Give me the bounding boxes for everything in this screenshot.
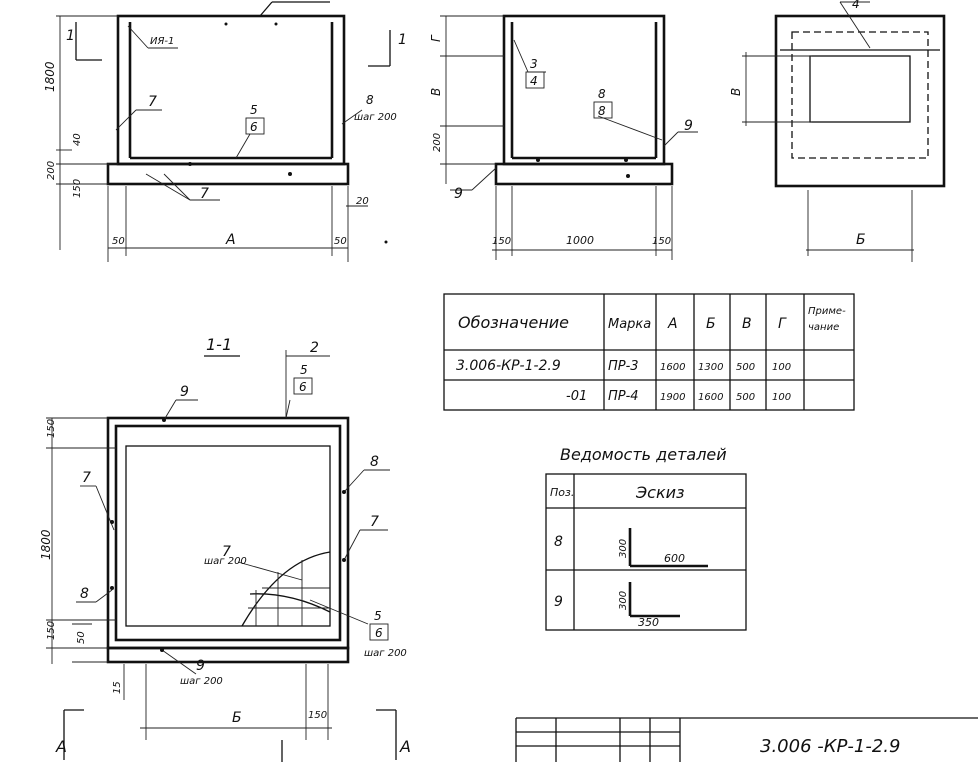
sec-callout-5b: 5 (374, 609, 382, 623)
table-header-mark: Марка (608, 317, 651, 332)
row1-V: 500 (736, 362, 755, 373)
title-block: 3.006 -КР-1-2.9 (515, 717, 978, 762)
callout-8b-mid: 8 (598, 104, 606, 118)
callout-8-mid: 8 (598, 87, 606, 101)
table-header-B: Б (706, 316, 716, 332)
sec-dim-150-bottom: 150 (46, 621, 57, 640)
details-header-sketch: Эскиз (635, 483, 685, 502)
details-header-pos: Поз. (550, 486, 574, 499)
dim-20-label: 20 (356, 196, 369, 207)
dim-50-left-label: 50 (112, 236, 125, 247)
section-title: 1-1 (206, 335, 232, 354)
section-mark-right: 1 (398, 32, 407, 48)
sec-callout-9b: 9 (196, 658, 205, 674)
detail-8-horizontal: 600 (664, 552, 685, 565)
sec-callout-7b: 7 (370, 514, 379, 530)
callout-9b-mid: 9 (454, 186, 463, 202)
sec-callout-8b: 8 (80, 586, 89, 602)
table-header-G: Г (778, 316, 787, 332)
sec-dim-B: Б (232, 710, 242, 726)
dim-40-label: 40 (72, 133, 83, 146)
callout-8: 8 (366, 93, 374, 107)
row2-B: 1600 (698, 392, 723, 403)
sec-callout-5a: 5 (300, 363, 308, 377)
details-title: Ведомость деталей (560, 445, 727, 464)
details-sheet: Ведомость деталей Поз. Эскиз 8 300 600 9… (545, 445, 747, 631)
plan-dim-B: Б (856, 232, 866, 248)
section-A-left: А (55, 737, 67, 756)
sec-dim-150-top: 150 (46, 419, 57, 438)
section-mark-left: 1 (66, 28, 75, 44)
dim-V-label: В (429, 88, 443, 96)
sec-callout-6a: 6 (299, 380, 307, 394)
sec-callout-6b: 6 (375, 626, 383, 640)
table-header-designation: Обозначение (458, 313, 569, 332)
section-A-right: А (399, 737, 411, 756)
detail-9-horizontal: 350 (638, 616, 659, 629)
sec-callout-9: 9 (180, 384, 189, 400)
row1-mark: ПР-3 (608, 359, 639, 374)
row2-designation: -01 (566, 389, 587, 404)
sec-step-a: шаг 200 (204, 556, 247, 567)
callout-4-mid: 4 (530, 74, 538, 88)
dim-height-label: 1800 (43, 61, 57, 92)
callout-7a: 7 (148, 94, 157, 110)
embed-label: ИЯ-1 (150, 36, 174, 47)
sec-step-c: шаг 200 (180, 676, 223, 687)
section-view: 1-1 (39, 335, 411, 762)
list-item: 8 300 600 (554, 528, 708, 568)
callout-5: 5 (250, 103, 258, 117)
dim-150-label: 150 (72, 179, 83, 198)
table-header-note-1: Приме- (808, 306, 846, 317)
dim-150-left-mid: 150 (492, 236, 511, 247)
table-row: -01 ПР-4 1900 1600 500 100 (566, 389, 791, 404)
callout-3: 3 (530, 57, 538, 71)
sec-callout-8: 8 (370, 454, 379, 470)
callout-6: 6 (250, 120, 258, 134)
detail-9-vertical: 300 (618, 591, 629, 610)
row2-mark: ПР-4 (608, 389, 639, 404)
row1-B: 1300 (698, 362, 723, 373)
row1-G: 100 (772, 362, 791, 373)
sec-dim-50: 50 (76, 631, 87, 644)
row2-A: 1900 (660, 392, 685, 403)
callout-9a-mid: 9 (684, 118, 693, 134)
plan-view: В Б 4 (729, 0, 946, 262)
table-header-note-2: чание (808, 322, 839, 333)
detail-8-vertical: 300 (618, 539, 629, 558)
row2-G: 100 (772, 392, 791, 403)
detail-8-pos: 8 (554, 534, 563, 550)
row1-A: 1600 (660, 362, 685, 373)
table-row: 3.006-КР-1-2.9 ПР-3 1600 1300 500 100 (456, 358, 791, 374)
sec-dim-15: 15 (112, 681, 123, 694)
side-elevation-view: Г В 200 150 1000 150 3 4 8 8 9 9 (429, 14, 698, 260)
callout-7b: 7 (200, 186, 209, 202)
list-item: 9 300 350 (554, 582, 680, 629)
sec-dim-150-right: 150 (308, 710, 327, 721)
row2-V: 500 (736, 392, 755, 403)
title-block-code: 3.006 -КР-1-2.9 (760, 736, 900, 757)
detail-9-pos: 9 (554, 594, 563, 610)
step-label: шаг 200 (354, 112, 397, 123)
dim-1000-mid: 1000 (566, 234, 594, 247)
table-header-V: В (742, 316, 752, 332)
sec-callout-7c: 7 (222, 544, 231, 560)
front-elevation-view: ИЯ-1 1800 40 200 150 50 А 50 20 1 1 7 7 … (43, 1, 407, 262)
sec-dim-1800: 1800 (39, 529, 53, 560)
row1-designation: 3.006-КР-1-2.9 (456, 358, 561, 374)
dim-A-label: А (225, 232, 236, 248)
dim-200-label-mid: 200 (432, 133, 443, 152)
sec-callout-2: 2 (310, 340, 319, 356)
marks-table: Обозначение Марка А Б В Г Приме- чание 3… (443, 293, 855, 411)
sec-callout-7a: 7 (82, 470, 91, 486)
dim-50-right-label: 50 (334, 236, 347, 247)
dim-150-right-mid: 150 (652, 236, 671, 247)
sec-step-b: шаг 200 (364, 648, 407, 659)
dim-G-label: Г (429, 34, 443, 42)
plan-dim-V: В (729, 88, 743, 96)
plan-callout-4: 4 (852, 0, 860, 11)
dim-200-label: 200 (46, 161, 57, 180)
table-header-A: А (667, 316, 678, 332)
